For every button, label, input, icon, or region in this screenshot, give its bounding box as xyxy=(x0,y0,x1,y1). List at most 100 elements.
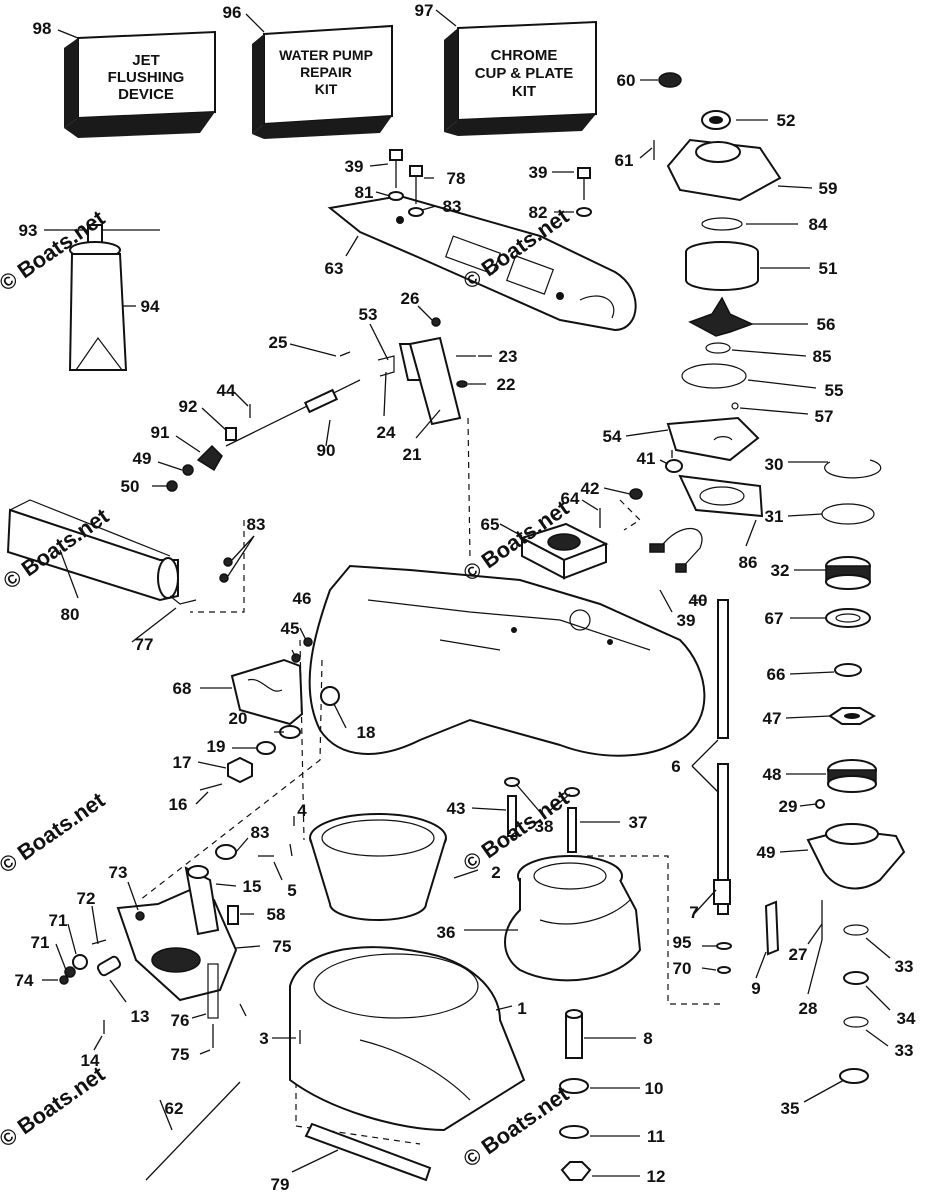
kit-96-line-1: WATER PUMP xyxy=(279,47,373,63)
impeller-36 xyxy=(504,855,642,982)
callout-68: 66 xyxy=(767,665,786,684)
jet-plate-65 xyxy=(327,194,637,332)
callout-40: 39 xyxy=(677,611,696,630)
callout-44: 43 xyxy=(447,799,466,818)
kit-box-jet-flushing: JET FLUSHING DEVICE xyxy=(64,30,216,138)
callout-1: 1 xyxy=(517,999,526,1018)
callout-78: 76 xyxy=(171,1011,190,1030)
callout-98: 98 xyxy=(33,19,52,38)
callout-82: 80 xyxy=(61,605,80,624)
drive-shaft xyxy=(713,599,780,974)
kit-96-line-2: REPAIR xyxy=(300,64,352,80)
callout-91: 91 xyxy=(151,423,170,442)
callout-36: 36 xyxy=(437,923,456,942)
callout-69: 67 xyxy=(765,609,784,628)
kit-97-line-2: CUP & PLATE xyxy=(475,65,574,82)
callout-51: 49 xyxy=(133,449,152,468)
kit-box-water-pump: WATER PUMP REPAIR KIT xyxy=(252,24,393,139)
kit-box-chrome-cup: CHROME CUP & PLATE KIT xyxy=(444,20,597,136)
callout-29: 29 xyxy=(779,797,798,816)
callout-20: 20 xyxy=(229,709,248,728)
bolts-37-44 xyxy=(504,777,580,853)
callout-76: 75 xyxy=(273,937,292,956)
callout-92: 92 xyxy=(179,397,198,416)
callout-53: 51 xyxy=(819,259,838,278)
kit-98-line-1: JET xyxy=(132,52,160,69)
callout-39-left: 39 xyxy=(345,157,364,176)
callout-leaders xyxy=(42,9,891,1177)
watermark-4: © Boats.net xyxy=(0,1061,110,1152)
callout-67: 65 xyxy=(481,515,500,534)
callout-31: 31 xyxy=(765,507,784,526)
callout-79: 77 xyxy=(135,635,154,654)
callout-48: 47 xyxy=(763,709,782,728)
callout-39-right: 39 xyxy=(529,163,548,182)
callout-41: 40 xyxy=(689,591,708,610)
callout-95: 95 xyxy=(673,933,692,952)
callout-3: 3 xyxy=(259,1029,268,1048)
callout-73: 71 xyxy=(31,933,50,952)
callout-71: 70 xyxy=(673,959,692,978)
callout-21: 21 xyxy=(403,445,422,464)
bracket-21 xyxy=(339,317,476,426)
callout-46: 45 xyxy=(281,619,300,638)
kit-97-line-1: CHROME xyxy=(491,47,558,64)
exhaust-tube-82 xyxy=(6,499,233,605)
callout-37: 37 xyxy=(629,813,648,832)
callout-84: 83 xyxy=(443,197,462,216)
reverse-plate-70 xyxy=(199,637,340,791)
callout-80: 78 xyxy=(447,169,466,188)
callout-65: 63 xyxy=(325,259,344,278)
callout-23: 23 xyxy=(499,347,518,366)
gasket-89 xyxy=(678,474,764,518)
jet-housing xyxy=(308,564,706,757)
callout-8: 8 xyxy=(643,1029,652,1048)
callout-75-upper: 73 xyxy=(109,863,128,882)
callout-33-lower: 33 xyxy=(895,1041,914,1060)
water-pump-stack xyxy=(653,72,782,462)
callout-97: 97 xyxy=(415,1,434,20)
callout-85: 83 xyxy=(251,823,270,842)
callout-30: 30 xyxy=(765,455,784,474)
pump-housing-1 xyxy=(289,946,526,1132)
kit-98-line-2: FLUSHING xyxy=(108,69,185,86)
callout-42: 41 xyxy=(637,449,656,468)
callout-90: 90 xyxy=(317,441,336,460)
callout-72: 71 xyxy=(49,911,68,930)
kit-98-line-3: DEVICE xyxy=(118,86,174,103)
callout-70: 68 xyxy=(173,679,192,698)
callout-49: 48 xyxy=(763,765,782,784)
callout-77: 75 xyxy=(171,1045,190,1064)
callout-32: 32 xyxy=(771,561,790,580)
callout-17: 17 xyxy=(173,753,192,772)
callout-89: 86 xyxy=(739,553,758,572)
callout-14: 14 xyxy=(81,1051,100,1070)
callout-57: 55 xyxy=(825,381,844,400)
pin-washer-nut xyxy=(559,1009,592,1181)
callout-88: 85 xyxy=(813,347,832,366)
callout-2: 2 xyxy=(491,863,500,882)
callout-35: 35 xyxy=(781,1099,800,1118)
callout-34: 34 xyxy=(897,1009,916,1028)
callout-93: 93 xyxy=(19,221,38,240)
callout-11: 11 xyxy=(647,1127,665,1146)
callout-25: 25 xyxy=(269,333,288,352)
strap-81 xyxy=(304,1122,432,1182)
callout-19: 19 xyxy=(207,737,226,756)
callout-96: 96 xyxy=(223,3,242,22)
callout-26: 26 xyxy=(401,289,420,308)
callout-24: 24 xyxy=(377,423,396,442)
shift-linkage xyxy=(166,379,361,492)
callout-33-upper: 33 xyxy=(895,957,914,976)
callout-4: 4 xyxy=(297,801,307,820)
callout-86: 83 xyxy=(247,515,266,534)
bolts-39-80 xyxy=(388,149,592,217)
callout-75-lower: 74 xyxy=(15,971,34,990)
callout-60: 58 xyxy=(267,905,286,924)
callout-38: 38 xyxy=(535,817,554,836)
callout-74: 72 xyxy=(77,889,96,908)
callout-5: 5 xyxy=(287,881,296,900)
callout-9: 9 xyxy=(751,979,760,998)
kit-97-line-3: KIT xyxy=(512,83,536,100)
